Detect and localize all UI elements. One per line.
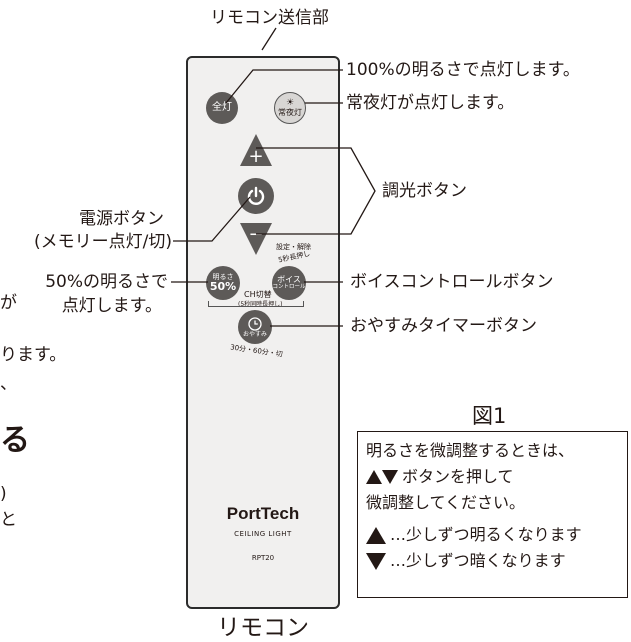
ch-switch-sub-label: (5秒同時長押し): [238, 301, 283, 308]
down-triangle-icon: [366, 552, 386, 570]
note-line-1: 明るさを微調整するときは、: [366, 441, 575, 460]
voice-label-1: ボイス: [277, 275, 301, 284]
brightness-up-button[interactable]: +: [238, 132, 274, 168]
power-button[interactable]: [238, 178, 274, 214]
product-name: CEILING LIGHT: [234, 530, 292, 538]
figure-label: 図1: [472, 404, 507, 428]
up-triangle-icon: +: [240, 134, 272, 167]
half-light-callout-line1: 50%の明るさで: [45, 272, 168, 292]
full-light-button-label: 全灯: [212, 102, 232, 113]
brand-name: PortTech: [226, 504, 300, 523]
ch-switch-label: CH切替: [244, 290, 272, 299]
power-callout-line1: 電源ボタン: [79, 209, 164, 229]
fine-adjust-note: 明るさを微調整するときは、 ボタンを押して 微調整してください。 …少しずつ明る…: [357, 431, 628, 598]
sender-leader: [261, 27, 277, 51]
voice-control-button[interactable]: ボイス コントロール: [272, 266, 306, 300]
full-light-callout: 100%の明るさで点灯します。: [346, 60, 580, 80]
plus-symbol: +: [248, 146, 263, 167]
dimming-leader: [256, 147, 376, 235]
model-number: RPT20: [251, 554, 275, 562]
sleep-timer-button[interactable]: おやすみ: [238, 310, 272, 344]
brightness-50-label-2: 50%: [209, 280, 237, 293]
power-icon: [247, 186, 265, 205]
remote-caption: リモコン: [217, 615, 309, 641]
note-up-row: …少しずつ明るくなります: [366, 522, 619, 548]
voice-callout: ボイスコントロールボタン: [350, 272, 554, 292]
note-down-row: …少しずつ暗くなります: [366, 548, 619, 574]
setting-release-label: 設定・解除: [276, 243, 311, 251]
sleep-callout: おやすみタイマーボタン: [350, 316, 537, 336]
half-light-callout-line2: 点灯します。: [61, 296, 162, 316]
night-light-button[interactable]: ☀ 常夜灯: [274, 92, 306, 124]
left-fragment-5: ): [0, 484, 7, 504]
full-light-button[interactable]: 全灯: [206, 92, 238, 124]
up-triangle-icon: [366, 470, 382, 484]
night-light-callout: 常夜灯が点灯します。: [346, 93, 515, 113]
voice-label-2: コントロール: [272, 284, 306, 290]
power-leader: [173, 196, 251, 242]
left-fragment-3: 、: [0, 374, 17, 394]
note-up-text: …少しずつ明るくなります: [390, 525, 582, 544]
left-fragment-6: と: [0, 510, 17, 530]
up-triangle-icon: [366, 526, 386, 544]
note-line-2: ボタンを押して: [402, 467, 514, 486]
brightness-50-button[interactable]: 明るさ 50%: [206, 266, 240, 300]
left-fragment-4: る: [0, 423, 30, 458]
night-light-button-label: 常夜灯: [278, 107, 302, 117]
clock-icon: [248, 316, 262, 331]
ch-switch-bracket: [208, 301, 304, 307]
brightness-50-label-1: 明るさ: [212, 273, 234, 281]
sleep-button-label: おやすみ: [242, 330, 267, 338]
left-fragment-2: ります。: [0, 345, 67, 365]
note-down-text: …少しずつ暗くなります: [390, 551, 566, 570]
note-line-3: 微調整してください。: [366, 493, 526, 512]
night-light-sun-icon: ☀: [285, 97, 295, 108]
remote-sender-label: リモコン送信部: [210, 8, 329, 28]
left-fragment-1: が: [0, 293, 17, 313]
down-triangle-icon: [382, 470, 398, 484]
power-callout-line2: (メモリー点灯/切): [34, 232, 172, 252]
dimming-callout: 調光ボタン: [382, 181, 467, 201]
note-line-2-row: ボタンを押して: [366, 464, 619, 490]
full-light-leader: [225, 69, 343, 104]
